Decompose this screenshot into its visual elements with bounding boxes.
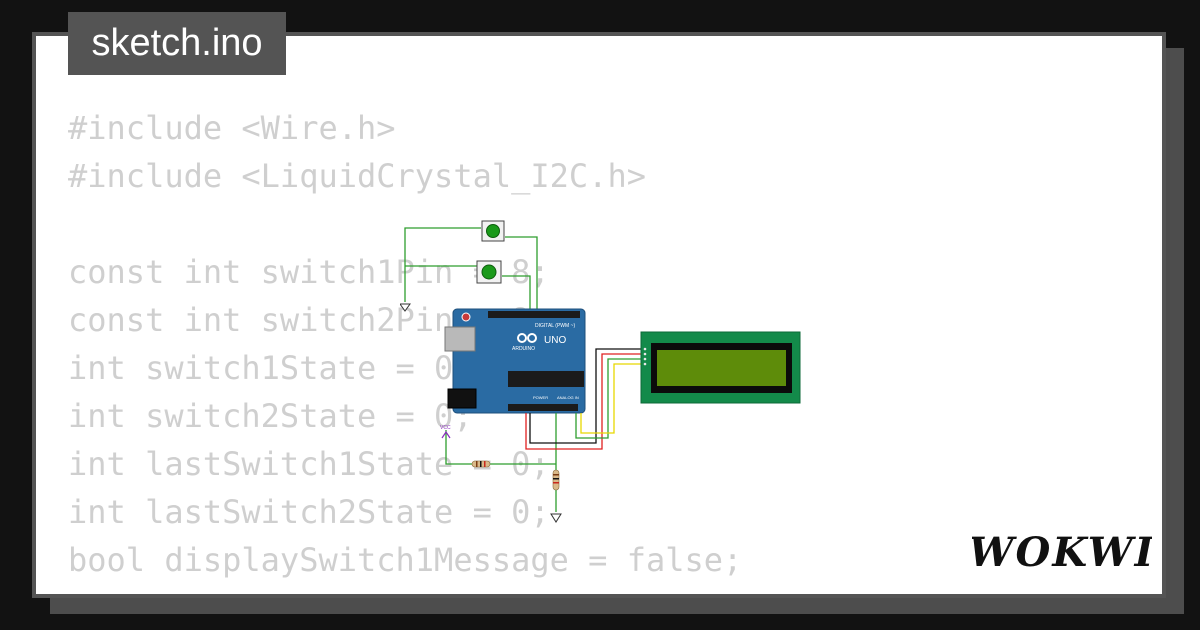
code-block: #include <Wire.h> #include <LiquidCrystal…: [68, 104, 743, 594]
board-model-label: UNO: [544, 335, 566, 346]
vcc-label: VCC: [440, 425, 451, 431]
ground-symbol: [550, 513, 562, 523]
preview-card: #include <Wire.h> #include <LiquidCrystal…: [32, 32, 1166, 598]
ground-symbol: [400, 303, 411, 312]
power-wires: [445, 413, 557, 512]
analog-header-label: ANALOG IN: [557, 395, 579, 400]
code-line: #include <Wire.h>: [68, 109, 396, 147]
code-line: bool displaySwitch1Message = false;: [68, 541, 743, 579]
code-line: int switch2State = 0;: [68, 397, 473, 435]
power-header-label: POWER: [533, 395, 548, 400]
wire-green: [505, 236, 538, 313]
wire-green: [575, 358, 643, 439]
board-brand-label: ARDUINO: [512, 346, 535, 352]
push-button[interactable]: [476, 260, 502, 284]
wire-yellow: [580, 363, 643, 434]
vcc-arrow-icon: [441, 430, 451, 439]
code-line: bool displaySwitch2Message = false;: [68, 584, 742, 594]
file-tab[interactable]: sketch.ino: [68, 12, 286, 75]
code-line: #include <LiquidCrystal_I2C.h>: [68, 157, 646, 195]
code-line: int lastSwitch1State = 0;: [68, 445, 550, 483]
arduino-uno-board[interactable]: DIGITAL (PWM ~) UNO ARDUINO POWER ANALOG…: [444, 308, 586, 414]
switch-wires: [404, 227, 538, 313]
code-line: int lastSwitch2State = 0;: [68, 493, 550, 531]
resistor: [552, 469, 560, 491]
wokwi-logo-text: WOKWI: [972, 529, 1152, 576]
wire-green: [445, 430, 472, 465]
lcd-display[interactable]: [640, 331, 801, 404]
wire-red: [525, 353, 643, 450]
wire-green: [502, 275, 531, 313]
resistor: [471, 460, 491, 468]
wire-black: [529, 348, 643, 444]
wire-green: [404, 227, 481, 302]
digital-header-label: DIGITAL (PWM ~): [535, 323, 575, 329]
wokwi-logo: WOKWI: [972, 529, 1152, 576]
i2c-wires: [525, 348, 643, 450]
infinity-logo: [517, 333, 537, 343]
push-button[interactable]: [481, 220, 505, 242]
file-tab-label: sketch.ino: [91, 22, 263, 64]
circuit-diagram: DIGITAL (PWM ~) UNO ARDUINO POWER ANALOG…: [400, 220, 801, 523]
